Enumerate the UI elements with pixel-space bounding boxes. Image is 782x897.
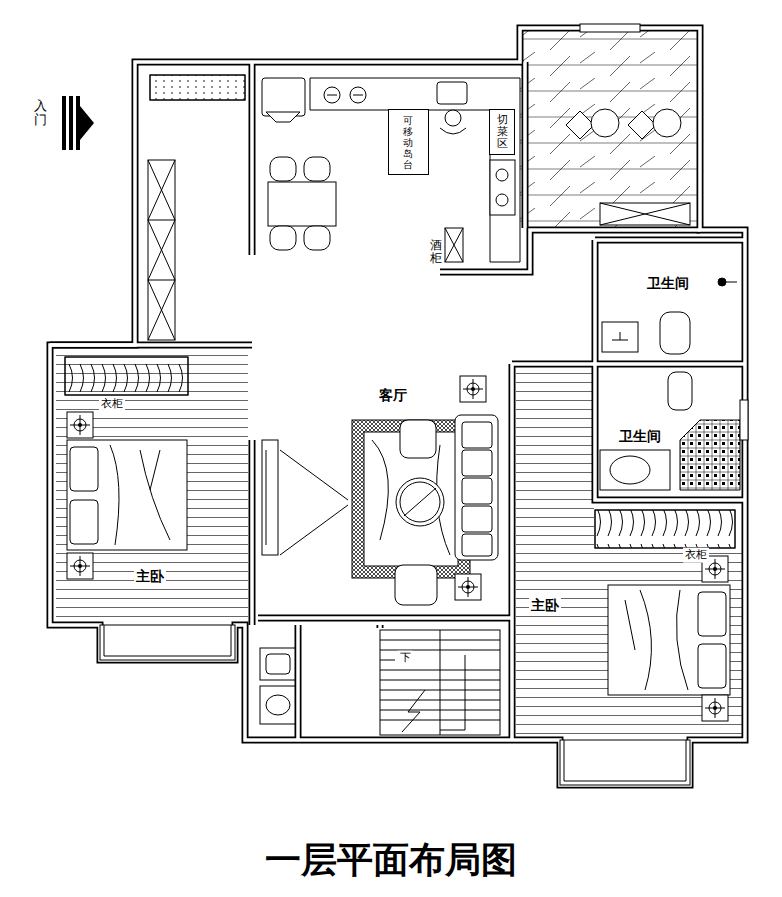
room-name: 卫生间 (617, 427, 663, 445)
prep-zone-box: 切菜区 (489, 109, 515, 155)
furniture (65, 75, 740, 735)
walls (50, 28, 745, 785)
plan-title: 一层平面布局图 (0, 836, 782, 885)
room-name: 客厅 (377, 386, 409, 404)
wine-cabinet-label: 酒柜 (428, 238, 444, 266)
lamps (67, 376, 728, 721)
stair-direction: 下 (398, 651, 413, 666)
box-text: 切菜区 (497, 114, 508, 150)
box-text: 可移动岛台 (403, 115, 413, 170)
windows (100, 24, 748, 785)
island-counter: 可移动岛台 (388, 109, 429, 175)
floor-fill (56, 30, 742, 738)
entry-arrow (62, 96, 94, 150)
wardrobe-label: 衣柜 (683, 548, 709, 563)
room-name: 主卧 (134, 567, 166, 585)
wardrobe-label: 衣柜 (99, 397, 125, 412)
room-name: 卫生间 (645, 274, 691, 292)
room-name: 主卧 (529, 596, 561, 614)
entry-label: 入门 (32, 98, 49, 129)
